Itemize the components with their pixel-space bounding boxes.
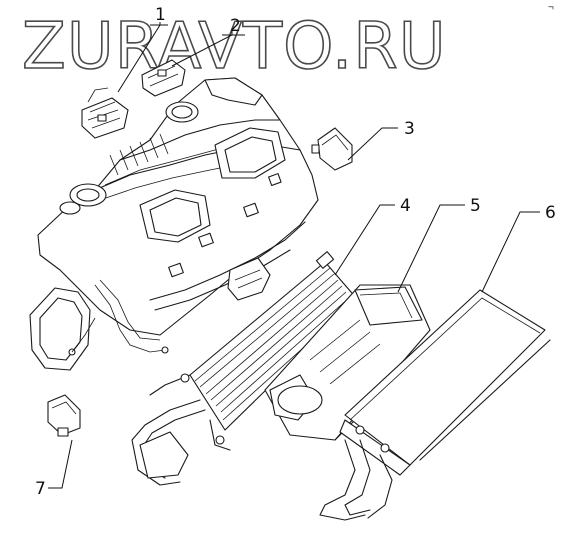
callout-2: 2 — [230, 16, 241, 36]
leader-4 — [334, 204, 395, 276]
callout-6: 6 — [545, 203, 556, 223]
callout-1: 1 — [155, 5, 166, 25]
watermark-text: ZURAVTO.RU — [22, 10, 447, 84]
leader-6 — [481, 211, 540, 293]
leader-7 — [48, 439, 73, 489]
callout-4: 4 — [400, 196, 411, 216]
part-4-core — [131, 251, 359, 486]
leader-5 — [397, 204, 465, 293]
part-7-sensor — [47, 394, 81, 437]
callout-7: 7 — [35, 479, 46, 499]
callout-3: 3 — [404, 119, 415, 139]
callout-5: 5 — [470, 196, 481, 216]
part-2-actuator — [141, 59, 186, 97]
part-6-heater — [319, 289, 551, 521]
part-5-blower — [264, 284, 431, 441]
leader-3 — [347, 127, 398, 161]
hvac-housing-assembly — [29, 77, 319, 371]
part-3-sensor — [311, 127, 353, 171]
part-1-actuator — [81, 87, 129, 139]
corner-mark: ¬ — [548, 2, 554, 13]
